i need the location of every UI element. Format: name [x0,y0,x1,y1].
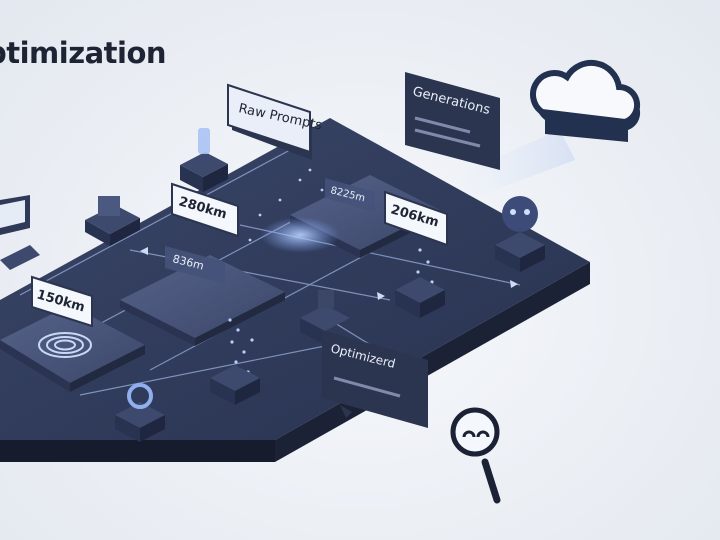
fingerprint-icon [38,332,92,358]
magnifier-icon [450,407,501,504]
badge-836m: 836m [165,246,225,284]
server-icon [85,196,140,246]
pedestal-bottom [210,365,260,405]
pedestal-right [395,277,445,318]
platform [0,118,590,462]
monitor-left [0,195,40,270]
diagram-title: ptimization [0,36,167,70]
badge-8225m: 8225m [325,178,375,212]
arrow-heads [140,247,518,300]
tile-center-left [120,255,285,346]
badge-280km: 280km [171,182,239,238]
gear-icon [115,383,165,442]
badge-150km: 150km [31,275,93,328]
callout-raw-prompts: Raw Prompts [227,83,324,160]
robot-icon [495,196,545,272]
callout-generations: Generations [405,72,500,170]
tile-fingerprint [0,305,145,392]
doc-pedestal [300,290,350,345]
glow-center [260,217,340,253]
gpu-pedestal [180,128,228,192]
cloud-icon [530,59,641,142]
